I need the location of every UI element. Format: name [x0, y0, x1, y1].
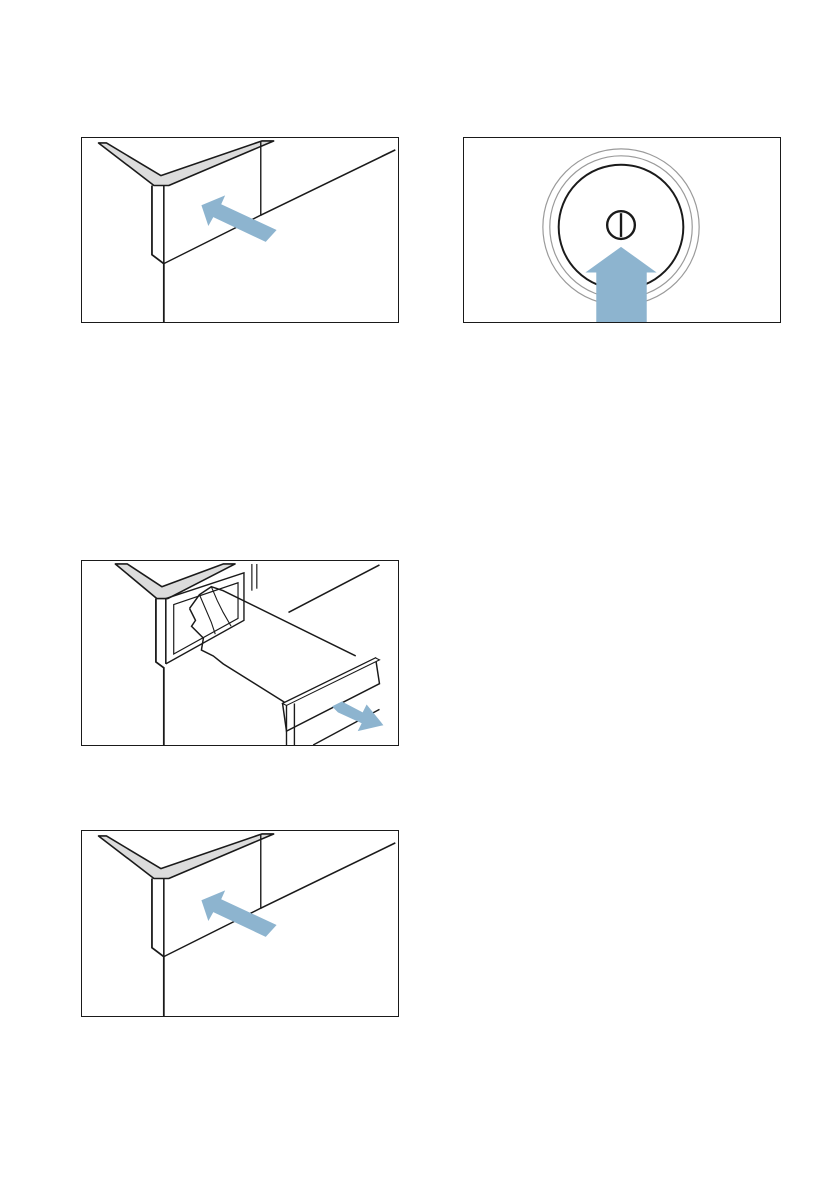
push-arrow	[201, 195, 276, 241]
illustration-power-button	[463, 137, 781, 323]
pull-drawer-out-icon	[82, 561, 398, 745]
push-arrow	[201, 890, 276, 936]
power-button-press-icon	[464, 138, 780, 322]
push-drawer-closed-icon	[82, 831, 398, 1016]
push-drawer-closed-icon	[82, 138, 398, 322]
illustration-close-drawer-top	[81, 137, 399, 323]
pull-arrow	[332, 701, 383, 731]
illustration-close-drawer-bottom	[81, 830, 399, 1017]
illustration-pull-drawer	[81, 560, 399, 746]
